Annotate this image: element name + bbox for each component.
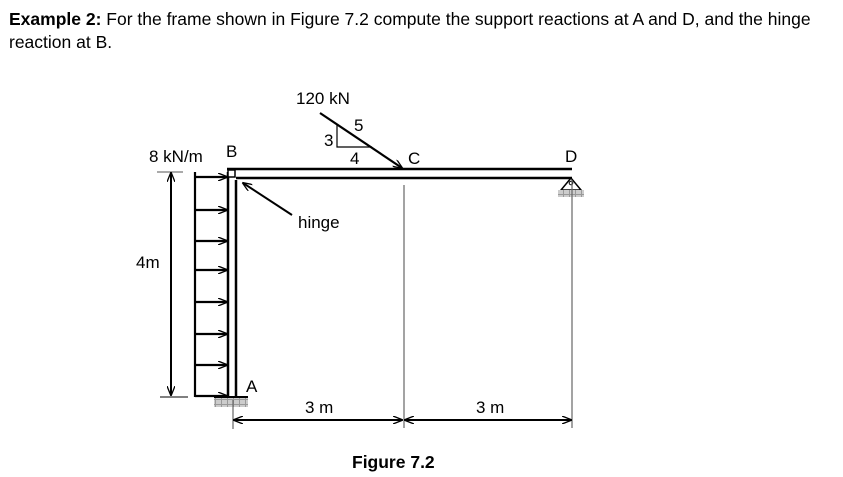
problem-statement: Example 2: For the frame shown in Figure…	[9, 8, 839, 54]
slope-5: 5	[354, 116, 363, 135]
point-A-label: A	[246, 377, 258, 396]
fixed-support-A	[214, 398, 248, 407]
slope-4: 4	[350, 149, 359, 168]
slope-triangle	[336, 125, 372, 148]
hinge-label: hinge	[298, 213, 340, 232]
dist-load-label: 8 kN/m	[149, 147, 203, 166]
figure-caption: Figure 7.2	[352, 452, 435, 472]
height-dimension	[157, 171, 188, 398]
example-label: Example 2:	[9, 9, 102, 29]
pin-support-D	[558, 176, 584, 197]
point-C-label: C	[408, 149, 420, 168]
beam-BD	[227, 167, 572, 180]
point-B-label: B	[226, 142, 237, 161]
slope-3: 3	[324, 131, 333, 150]
height-label: 4m	[136, 253, 160, 272]
span2-label: 3 m	[476, 398, 504, 417]
hinge-node	[227, 169, 236, 178]
extension-lines	[232, 180, 573, 429]
force-label: 120 kN	[296, 89, 350, 108]
problem-text: For the frame shown in Figure 7.2 comput…	[9, 9, 811, 52]
column-AB	[226, 172, 238, 397]
distributed-load	[193, 172, 227, 397]
force-arrow	[319, 112, 402, 168]
point-D-label: D	[565, 147, 577, 166]
hinge-pointer-arrow	[243, 183, 293, 216]
span1-label: 3 m	[305, 398, 333, 417]
